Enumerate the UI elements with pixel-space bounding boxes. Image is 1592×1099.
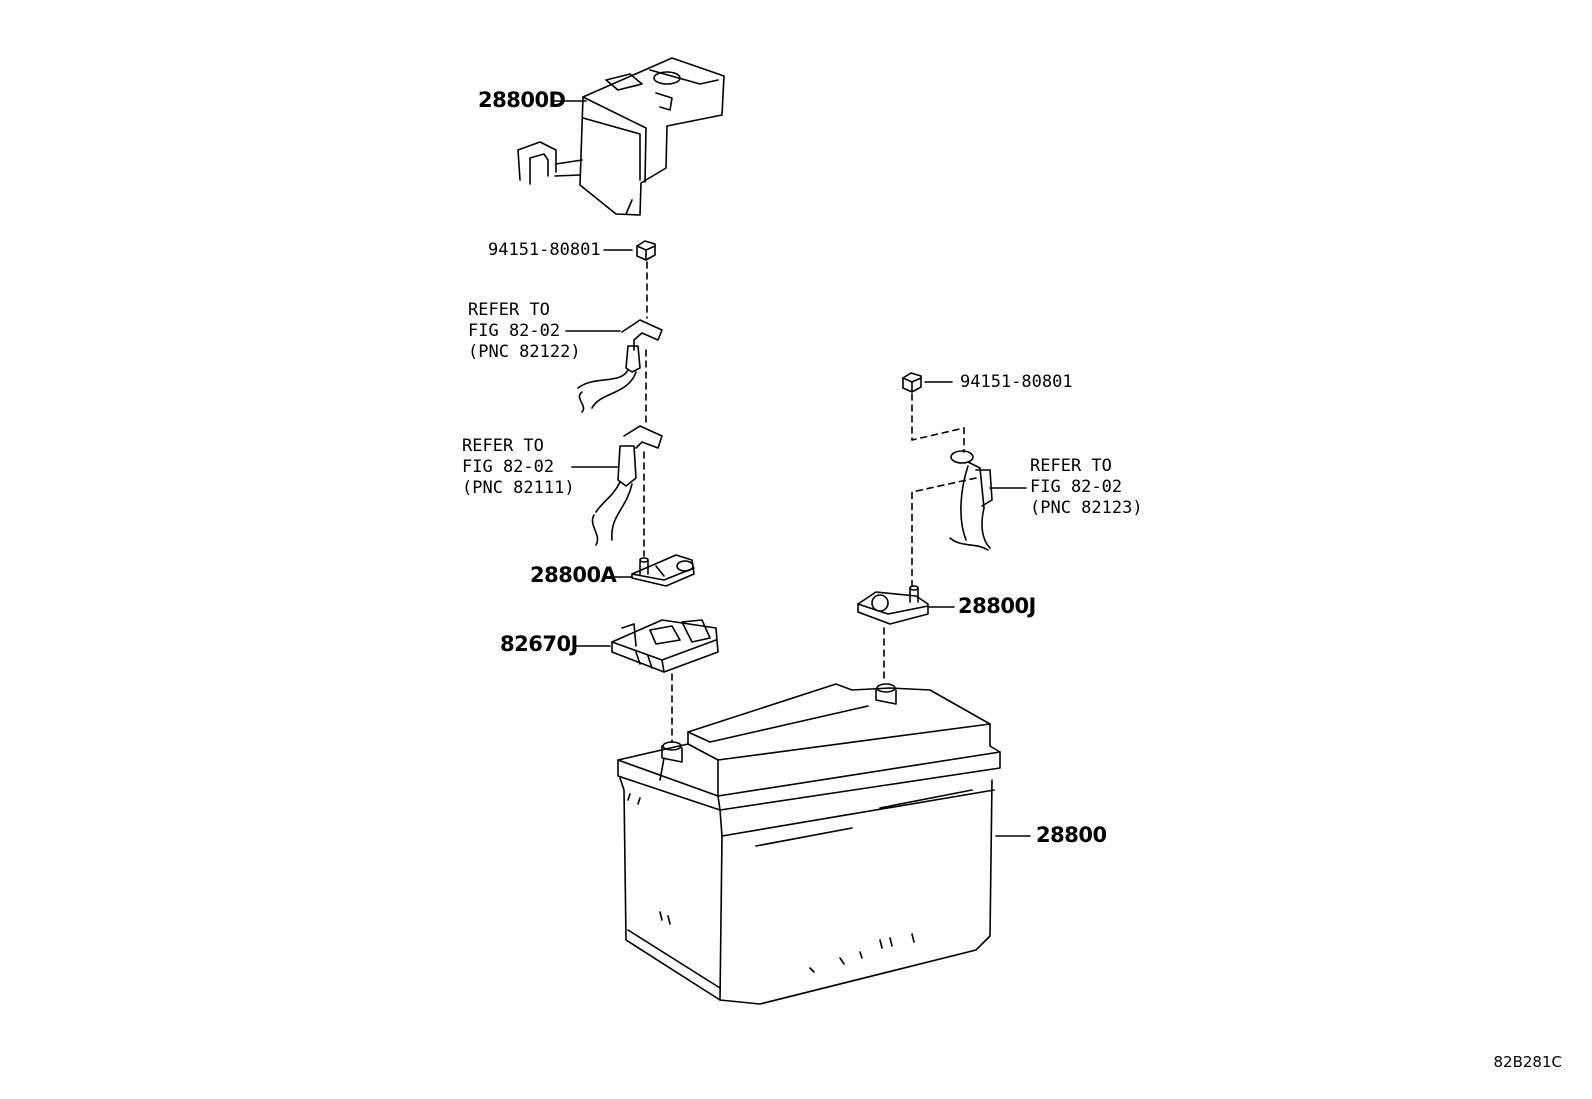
refer-note-line: FIG 82-02 (1030, 477, 1123, 497)
nut-left-drawing (636, 240, 656, 261)
part-label-28800a: 28800A (530, 563, 617, 587)
refer-note-line: FIG 82-02 (462, 457, 555, 477)
alignment-line-right-top (911, 393, 965, 453)
nut-right-drawing (902, 372, 922, 393)
refer-note-82123: REFER TO FIG 82-02 (PNC 82123) (1030, 456, 1143, 519)
alignment-line-right-bottom (911, 477, 977, 587)
refer-note-82111: REFER TO FIG 82-02 (PNC 82111) (462, 436, 575, 499)
refer-note-line: REFER TO (462, 436, 544, 456)
cable-terminal-82111-drawing (591, 425, 663, 546)
clamp-28800j-drawing (857, 585, 929, 625)
part-label-28800d: 28800D (478, 88, 566, 112)
cable-terminal-82123-drawing (949, 450, 993, 551)
battery-drawing (617, 683, 1001, 1005)
clamp-28800a-drawing (631, 554, 695, 587)
bracket-82670j-drawing (611, 619, 719, 673)
part-label-nut-right: 94151-80801 (960, 372, 1073, 392)
diagram-code: 82B281C (1493, 1053, 1562, 1071)
refer-note-line: FIG 82-02 (468, 321, 561, 341)
alignment-line-left (643, 261, 648, 557)
part-label-28800j: 28800J (958, 594, 1036, 618)
part-label-nut-left: 94151-80801 (488, 240, 601, 260)
cable-terminal-82122-drawing (577, 319, 663, 413)
refer-note-line: (PNC 82111) (462, 478, 575, 498)
refer-note-82122: REFER TO FIG 82-02 (PNC 82122) (468, 300, 581, 363)
terminal-cover-drawing (517, 57, 725, 216)
refer-note-line: (PNC 82123) (1030, 498, 1143, 518)
part-label-82670j: 82670J (500, 632, 578, 656)
refer-note-line: REFER TO (468, 300, 550, 320)
leader-lines (551, 100, 1031, 837)
refer-note-line: (PNC 82122) (468, 342, 581, 362)
refer-note-line: REFER TO (1030, 456, 1112, 476)
part-label-28800: 28800 (1036, 823, 1107, 847)
